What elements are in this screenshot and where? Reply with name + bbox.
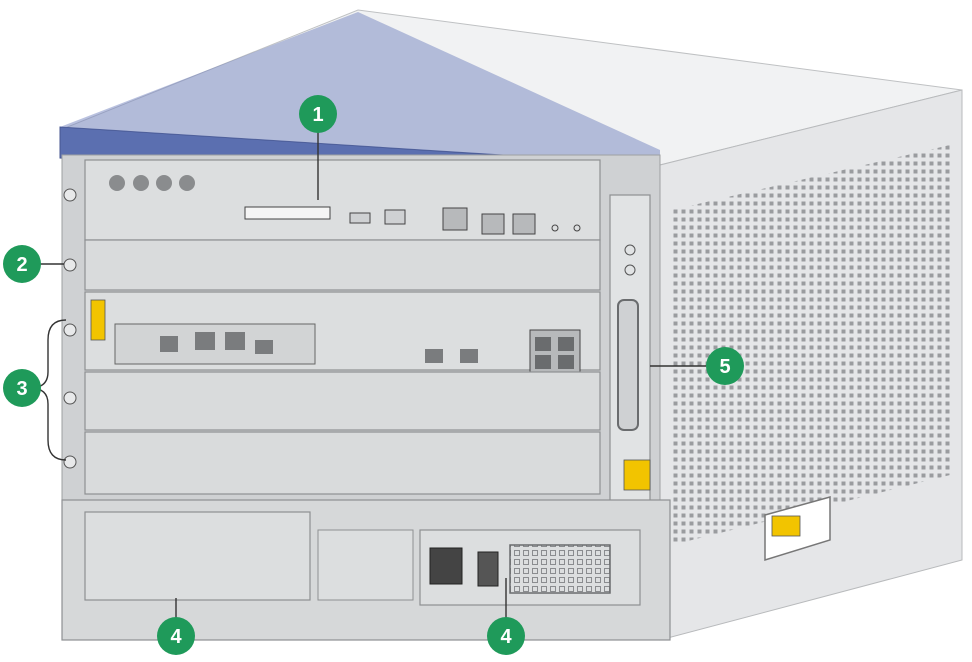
- callout-4b-circle: [487, 617, 525, 655]
- empty-mpu-slot: [84, 239, 601, 291]
- callout-4a-label: 4: [170, 626, 182, 648]
- callout-3-circle: [3, 369, 41, 407]
- callouts: 1 2 3 4 4 5: [3, 95, 744, 655]
- callout-1-circle: [299, 95, 337, 133]
- callout-4b: 4: [487, 617, 525, 655]
- callout-2-label: 2: [16, 254, 27, 276]
- left-screws: [63, 188, 77, 469]
- warning-sticker: [771, 515, 801, 537]
- psu-filler-panel: [317, 529, 414, 601]
- mpu-card: [84, 159, 601, 241]
- callout-4a-circle: [157, 617, 195, 655]
- callout-4b-label: 4: [500, 626, 512, 648]
- power-supply-module: [419, 529, 641, 606]
- fan-tray: [609, 194, 651, 526]
- blue-top-trim-edge: [60, 12, 660, 165]
- callout-1: 1: [299, 95, 337, 133]
- callout-5: 5: [706, 347, 744, 385]
- callout-1-label: 1: [312, 104, 323, 126]
- callout-2: 2: [3, 245, 41, 283]
- blank-slot-b: [84, 431, 601, 495]
- callout-5-label: 5: [719, 356, 730, 378]
- callout-4a: 4: [157, 617, 195, 655]
- power-supply-slot-empty: [84, 511, 311, 601]
- callout-3: 3: [3, 369, 41, 407]
- callout-5-circle: [706, 347, 744, 385]
- side-vent-grille: [672, 145, 950, 545]
- callout-3-label: 3: [16, 378, 27, 400]
- interface-card: [84, 291, 601, 375]
- blank-slot-a: [84, 371, 601, 431]
- callout-2-circle: [3, 245, 41, 283]
